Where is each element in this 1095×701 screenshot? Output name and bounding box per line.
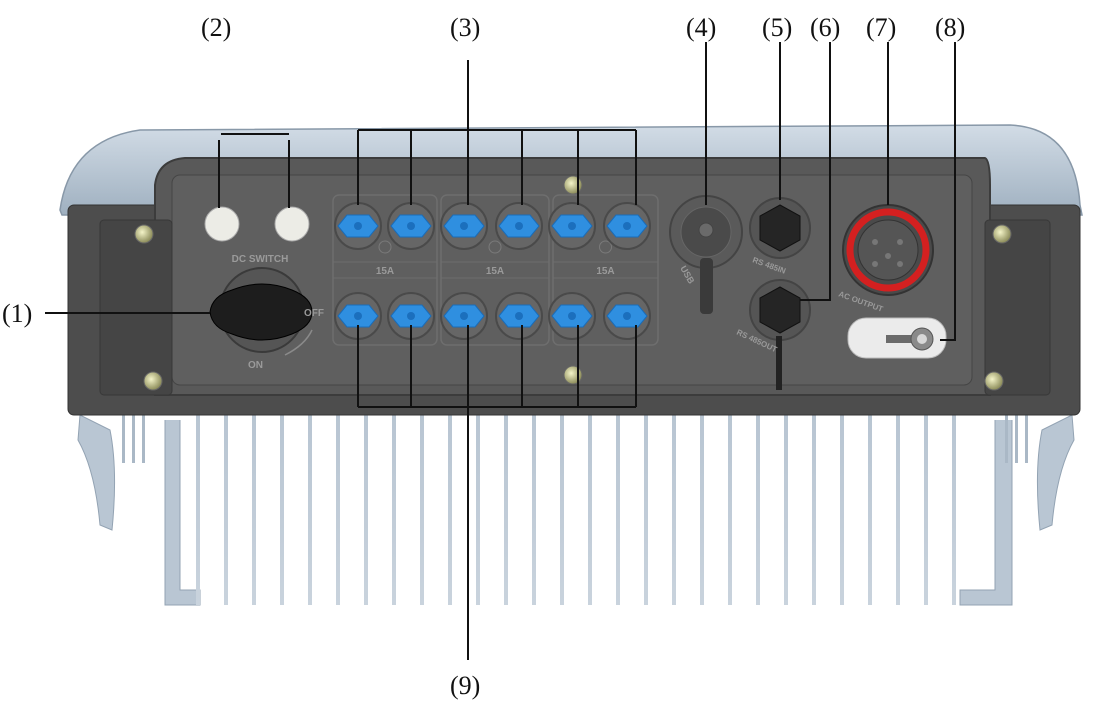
cable-gland-left	[204, 206, 240, 242]
ac-pin	[897, 239, 903, 245]
heatsink-fin	[644, 415, 648, 605]
heatsink-fin	[952, 415, 956, 605]
pv-connector-positive-center	[354, 222, 362, 230]
ac-output-ring	[846, 208, 930, 292]
callout-3: (3)	[450, 13, 480, 42]
heatsink-fin	[420, 415, 424, 605]
heatsink-fin	[812, 415, 816, 605]
switch-off-print: OFF	[304, 308, 324, 319]
fuse-group-frame	[332, 194, 438, 346]
ground-lug-hole	[917, 334, 927, 344]
heatsink-fin	[672, 415, 676, 605]
switch-on-print: ON	[248, 360, 263, 371]
mounting-screw	[143, 371, 163, 391]
callout-7: (7)	[866, 13, 896, 42]
right-bracket	[984, 219, 1051, 396]
mounting-screw	[984, 371, 1004, 391]
heatsink-fin	[476, 415, 480, 605]
heatsink-fin	[728, 415, 732, 605]
leader-lines	[45, 42, 956, 660]
fuse-group-frame	[552, 194, 659, 346]
heatsink-fin	[448, 415, 452, 605]
heatsink-fin	[122, 415, 125, 463]
heatsink-left-leg	[77, 414, 116, 531]
fuse-symbol	[488, 240, 502, 254]
heatsink-fin	[924, 415, 928, 605]
heatsink-fin	[308, 415, 312, 605]
heatsink-fin	[840, 415, 844, 605]
heatsink-fin	[142, 415, 145, 463]
heatsink-fin	[504, 415, 508, 605]
pv-connector-positive-center	[460, 222, 468, 230]
heatsink-fin	[588, 415, 592, 605]
heatsink-fin	[1025, 415, 1028, 463]
pv-connector-block: 15A 15A 15A	[332, 194, 659, 346]
pv-connector-negative-center	[460, 312, 468, 320]
heatsink-fin	[1005, 415, 1008, 463]
usb-strap	[700, 258, 713, 314]
heatsink-fin	[700, 415, 704, 605]
pv-connector-positive-center	[407, 222, 415, 230]
fuse-rating-print: 15A	[486, 266, 504, 277]
callout-6: (6)	[810, 13, 840, 42]
heatsink-fin	[252, 415, 256, 605]
callout-1: (1)	[2, 299, 32, 328]
heatsink-fin	[616, 415, 620, 605]
heatsink-fin	[280, 415, 284, 605]
callout-4: (4)	[686, 13, 716, 42]
dc-switch-knob[interactable]	[209, 283, 313, 341]
heatsink	[77, 414, 1075, 606]
ac-pin	[872, 261, 878, 267]
dc-switch-print: DC SWITCH	[232, 254, 289, 265]
fuse-symbol	[378, 240, 392, 254]
callout-5: (5)	[762, 13, 792, 42]
pv-connector-negative-center	[568, 312, 576, 320]
pv-connector-negative-center	[407, 312, 415, 320]
mounting-screw	[563, 175, 583, 195]
pv-connector-negative-center	[354, 312, 362, 320]
heatsink-fin	[784, 415, 788, 605]
rs485-cable	[776, 336, 782, 390]
pv-connector-positive-center	[568, 222, 576, 230]
cable-gland-right	[274, 206, 310, 242]
heatsink-fin	[756, 415, 760, 605]
fuse-rating-print: 15A	[376, 266, 394, 277]
fuse-rating-print: 15A	[596, 266, 614, 277]
heatsink-fin	[1015, 415, 1018, 463]
mounting-screw	[563, 365, 583, 385]
rs485-out-nut	[759, 286, 801, 334]
ground-lug-shank	[886, 335, 912, 343]
callout-2: (2)	[201, 13, 231, 42]
callout-8: (8)	[935, 13, 965, 42]
heatsink-fin	[560, 415, 564, 605]
ac-pin	[885, 253, 891, 259]
usb-cap-knob	[698, 222, 714, 238]
ac-pin	[872, 239, 878, 245]
heatsink-fin	[392, 415, 396, 605]
heatsink-fin	[868, 415, 872, 605]
pv-connector-positive-center	[515, 222, 523, 230]
fuse-group-frame	[440, 194, 550, 346]
ac-pin	[897, 261, 903, 267]
left-bracket	[99, 219, 173, 396]
fuse-symbol	[599, 240, 612, 254]
callout-9: (9)	[450, 671, 480, 700]
mounting-screw	[134, 224, 154, 244]
pv-connector-negative-center	[515, 312, 523, 320]
heatsink-fin	[224, 415, 228, 605]
heatsink-fin	[336, 415, 340, 605]
heatsink-fin	[364, 415, 368, 605]
pv-connector-positive-center	[623, 222, 631, 230]
heatsink-fin	[132, 415, 135, 463]
pv-connector-negative-center	[623, 312, 631, 320]
heatsink-right-leg	[1036, 414, 1075, 531]
mounting-screw	[992, 224, 1012, 244]
heatsink-fin	[532, 415, 536, 605]
heatsink-fin	[196, 415, 200, 605]
heatsink-fin	[896, 415, 900, 605]
ac-output-face	[857, 219, 919, 281]
rs485-in-nut	[759, 204, 801, 252]
switch-arc-arrow	[284, 329, 313, 356]
